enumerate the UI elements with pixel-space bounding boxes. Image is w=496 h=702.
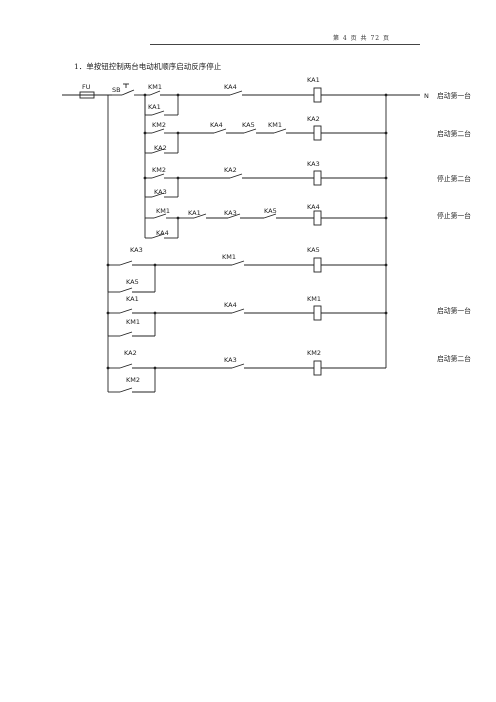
svg-text:KM1: KM1	[148, 83, 162, 91]
page-header: 第 4 页 共 72 页	[150, 34, 420, 45]
svg-text:KA2: KA2	[154, 144, 167, 152]
svg-text:KM1: KM1	[268, 121, 282, 129]
svg-text:KA5: KA5	[307, 246, 320, 254]
note-rung-3: 停止第二台	[437, 174, 471, 183]
svg-text:KM2: KM2	[152, 166, 166, 174]
svg-text:KA4: KA4	[210, 121, 223, 129]
svg-text:KA1: KA1	[188, 209, 201, 217]
svg-text:KA3: KA3	[307, 160, 320, 168]
svg-text:KM2: KM2	[307, 349, 321, 357]
svg-text:KM1: KM1	[156, 207, 170, 215]
rung-2: KM2 KA2 KA4 KA5 KM1 KA2	[143, 115, 388, 154]
svg-text:KM1: KM1	[126, 318, 140, 326]
svg-text:KA4: KA4	[307, 203, 320, 211]
svg-text:KA2: KA2	[307, 115, 320, 123]
rung-7: KA2 KM2 KA3 KM2	[106, 349, 386, 393]
svg-text:KA2: KA2	[224, 166, 237, 174]
svg-text:KA1: KA1	[148, 103, 161, 111]
rung-3: KM2 KA3 KA2 KA3	[143, 160, 388, 198]
svg-text:KM1: KM1	[222, 253, 236, 261]
sb-label: SB	[112, 86, 121, 94]
svg-text:KA4: KA4	[224, 83, 237, 91]
rung-4: KM1 KA4 KA1 KA3 KA5 KA4	[144, 203, 388, 239]
rung-6: KA1 KM1 KA4 KM1	[106, 295, 388, 337]
svg-text:KA4: KA4	[224, 301, 237, 309]
svg-text:KM1: KM1	[307, 295, 321, 303]
neutral-label: N	[424, 92, 429, 100]
sb-contact	[121, 89, 135, 96]
svg-text:KM2: KM2	[152, 121, 166, 129]
svg-text:KA5: KA5	[264, 207, 277, 215]
diagram-title: 1．单按钮控制两台电动机顺序启动反序停止	[74, 62, 222, 71]
note-rung-6: 启动第一台	[437, 306, 471, 315]
fuse-symbol	[79, 91, 95, 99]
note-rung-4: 停止第一台	[437, 211, 471, 220]
svg-text:KA2: KA2	[124, 349, 137, 357]
svg-text:KA5: KA5	[126, 278, 139, 286]
svg-text:KA3: KA3	[224, 356, 237, 364]
svg-text:KA3: KA3	[224, 209, 237, 217]
fuse-label: FU	[82, 83, 91, 91]
svg-text:KA3: KA3	[130, 246, 143, 254]
note-rung-2: 启动第二台	[437, 129, 471, 138]
page-number: 第 4 页 共 72 页	[333, 35, 390, 42]
svg-text:KM2: KM2	[126, 376, 140, 384]
svg-text:KA4: KA4	[156, 229, 169, 237]
note-rung-7: 启动第二台	[437, 354, 471, 363]
note-rung-1: 启动第一台	[437, 91, 471, 100]
svg-text:KA3: KA3	[154, 188, 167, 196]
svg-text:KA5: KA5	[242, 121, 255, 129]
svg-text:KA1: KA1	[307, 76, 320, 84]
rung-5: KA3 KA5 KM1 KA5	[106, 246, 388, 293]
svg-text:KA1: KA1	[126, 295, 139, 303]
rung-1: KM1 KA1 KA4 KA1	[143, 76, 388, 116]
